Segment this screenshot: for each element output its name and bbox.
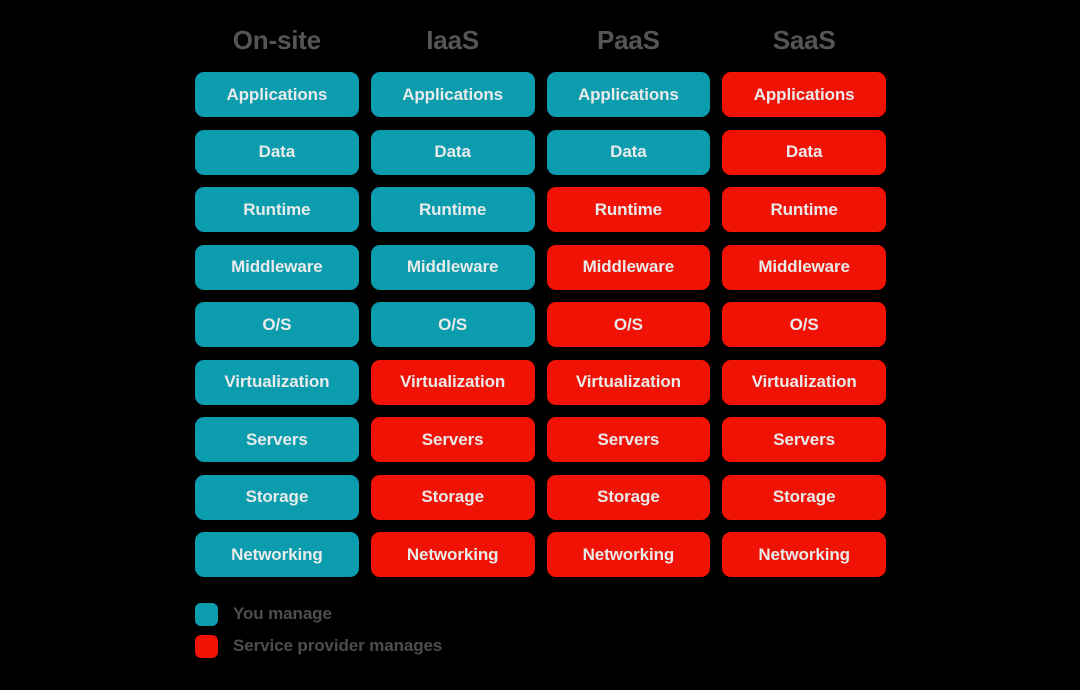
cell-label: O/S — [438, 314, 468, 334]
column-header-on-site: On-site — [232, 25, 321, 55]
service-layer-grid: Applications Applications Applications Appl… — [195, 72, 886, 577]
cell-paas-storage[interactable]: Storage — [546, 474, 711, 520]
cell-label: Data — [610, 142, 647, 161]
column-header-row: On-site IaaS PaaS SaaS — [195, 18, 886, 62]
cell-saas-o-s[interactable]: O/S — [722, 302, 886, 347]
cell-iaas-o-s[interactable]: O/S — [370, 302, 535, 347]
cell-saas-storage[interactable]: Storage — [722, 474, 886, 520]
cell-paas-virtualization[interactable]: Virtualization — [546, 359, 711, 405]
cell-paas-networking[interactable]: Networking — [546, 532, 711, 577]
cell-paas-servers[interactable]: Servers — [546, 417, 711, 462]
cell-iaas-applications[interactable]: Applications — [370, 72, 535, 117]
cell-label: Storage — [772, 487, 836, 506]
cell-on-site-middleware[interactable]: Middleware — [195, 244, 359, 290]
cell-on-site-applications[interactable]: Applications — [195, 72, 359, 117]
cell-iaas-data[interactable]: Data — [370, 129, 535, 175]
cell-label: Storage — [421, 487, 484, 506]
cell-label: Middleware — [758, 257, 850, 276]
cell-label: Applications — [226, 84, 328, 104]
cell-label: Applications — [753, 84, 855, 104]
cell-on-site-storage[interactable]: Storage — [195, 474, 359, 520]
cell-saas-runtime[interactable]: Runtime — [722, 187, 886, 232]
cell-label: Networking — [406, 544, 499, 564]
cell-iaas-runtime[interactable]: Runtime — [370, 187, 535, 232]
cell-saas-networking[interactable]: Networking — [722, 532, 886, 577]
cell-label: Storage — [597, 487, 660, 506]
cell-on-site-runtime[interactable]: Runtime — [195, 187, 359, 232]
cell-label: Servers — [773, 429, 835, 449]
layer-row: Data Data Data Data — [195, 129, 886, 175]
cell-label: Runtime — [594, 199, 663, 219]
legend-item-customer: You manage — [195, 602, 442, 626]
cell-label: Servers — [597, 429, 660, 449]
cell-paas-o-s[interactable]: O/S — [546, 302, 711, 347]
cell-on-site-networking[interactable]: Networking — [195, 532, 359, 577]
cell-iaas-middleware[interactable]: Middleware — [370, 244, 535, 290]
cell-label: Runtime — [770, 199, 838, 219]
cell-label: Virtualization — [400, 372, 506, 391]
cell-saas-data[interactable]: Data — [722, 129, 886, 175]
cell-iaas-networking[interactable]: Networking — [370, 532, 535, 577]
cell-label: O/S — [789, 314, 819, 334]
cell-on-site-data[interactable]: Data — [195, 129, 359, 175]
cell-iaas-storage[interactable]: Storage — [370, 474, 535, 520]
cell-label: Virtualization — [224, 372, 330, 391]
column-header-iaas: IaaS — [426, 25, 479, 55]
cell-saas-virtualization[interactable]: Virtualization — [722, 359, 886, 405]
cell-label: Middleware — [406, 257, 499, 276]
legend-label: Service provider manages — [233, 636, 443, 655]
cell-paas-applications[interactable]: Applications — [546, 72, 711, 117]
layer-row: Networking Networking Networking Networking — [195, 532, 886, 577]
layer-row: Runtime Runtime Runtime Runtime — [195, 187, 886, 232]
legend-swatch-provider-icon — [195, 634, 218, 658]
cell-on-site-servers[interactable]: Servers — [195, 417, 359, 462]
cell-label: Middleware — [582, 257, 675, 276]
cell-paas-runtime[interactable]: Runtime — [546, 187, 711, 232]
layer-row: Servers Servers Servers Servers — [195, 417, 886, 462]
cell-label: Data — [258, 142, 296, 161]
column-header-paas: PaaS — [596, 25, 660, 55]
cell-label: Data — [785, 142, 823, 161]
cell-label: Data — [434, 142, 471, 161]
layer-row: Middleware Middleware Middleware Middleware — [195, 244, 886, 290]
cell-label: Applications — [402, 84, 504, 104]
cell-label: Storage — [245, 487, 309, 506]
cell-label: Servers — [421, 429, 484, 449]
cell-saas-servers[interactable]: Servers — [722, 417, 886, 462]
cell-paas-middleware[interactable]: Middleware — [546, 244, 711, 290]
column-header-saas: SaaS — [772, 25, 836, 55]
legend-item-provider: Service provider manages — [195, 634, 442, 658]
legend-swatch-customer-icon — [195, 602, 218, 626]
layer-row: Virtualization Virtualization Virtualizati… — [195, 359, 886, 405]
cell-iaas-servers[interactable]: Servers — [370, 417, 535, 462]
cell-on-site-virtualization[interactable]: Virtualization — [195, 359, 359, 405]
cell-saas-applications[interactable]: Applications — [722, 72, 886, 117]
cell-label: O/S — [262, 314, 292, 334]
cell-on-site-o-s[interactable]: O/S — [195, 302, 359, 347]
cell-label: Middleware — [231, 257, 323, 276]
cell-label: Virtualization — [575, 372, 681, 391]
cell-saas-middleware[interactable]: Middleware — [722, 244, 886, 290]
cell-label: Runtime — [243, 199, 311, 219]
cell-iaas-virtualization[interactable]: Virtualization — [370, 359, 535, 405]
cell-label: Networking — [758, 544, 850, 564]
layer-row: O/S O/S O/S O/S — [195, 302, 886, 347]
cell-label: Virtualization — [751, 372, 857, 391]
layer-row: Storage Storage Storage Storage — [195, 474, 886, 520]
cell-paas-data[interactable]: Data — [546, 129, 711, 175]
layer-row: Applications Applications Applications Appl… — [195, 72, 886, 117]
cell-label: Runtime — [418, 199, 487, 219]
legend-label: You manage — [233, 604, 332, 623]
cell-label: O/S — [613, 314, 643, 334]
cell-label: Networking — [582, 544, 675, 564]
cell-label: Servers — [246, 429, 308, 449]
cell-label: Applications — [577, 84, 679, 104]
cell-label: Networking — [231, 544, 323, 564]
